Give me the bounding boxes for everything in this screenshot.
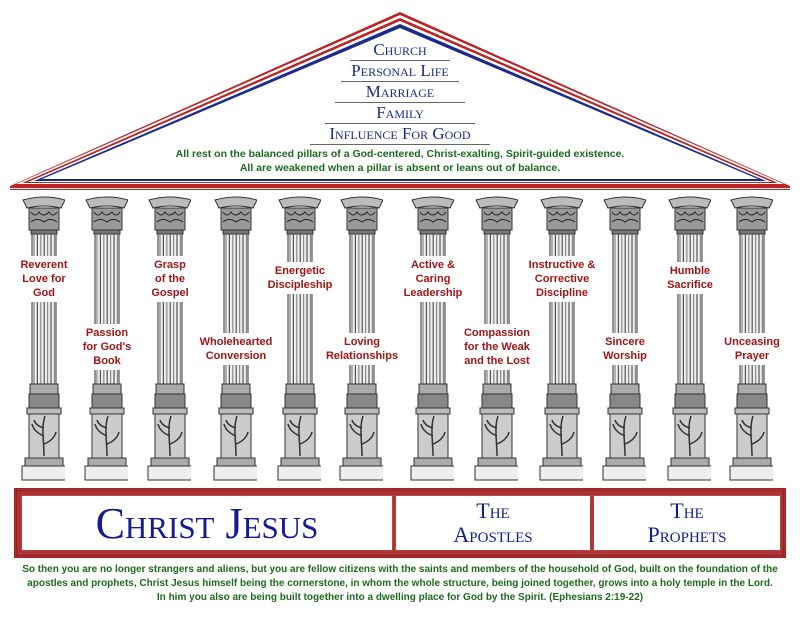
pillar-label-line: Worship xyxy=(603,350,647,362)
pillar-label-line: Leadership xyxy=(403,287,463,299)
pillar-column xyxy=(277,196,321,481)
pillar-label-line: Grasp xyxy=(154,259,186,271)
pillar-label-line: Instructive & xyxy=(528,259,596,271)
pillar-label-line: Conversion xyxy=(205,350,267,362)
verse-line-3: In him you also are being built together… xyxy=(156,592,644,603)
pillar-label-line: Gospel xyxy=(151,287,189,299)
apostles-the: The xyxy=(476,498,510,523)
verse-line-2: apostles and prophets, Christ Jesus hims… xyxy=(27,578,773,589)
pillar-label-line: Relationships xyxy=(325,350,399,362)
pillar-label-line: Sacrifice xyxy=(667,279,713,291)
prophets-label: Prophets xyxy=(647,522,727,547)
roof-caption-1: All rest on the balanced pillars of a Go… xyxy=(175,148,625,160)
roof-item-marriage: Marriage xyxy=(335,82,465,103)
pillar-column xyxy=(667,196,711,481)
pillar-label-line: Active & xyxy=(410,259,456,271)
pillar-label: Compassion for the Weak and the Lost xyxy=(449,324,545,370)
pillar-label-line: Reverent xyxy=(20,259,68,271)
pillar-label-line: Prayer xyxy=(734,350,770,362)
prophets-the: The xyxy=(670,498,704,523)
pillar-label-line: Wholehearted xyxy=(199,336,273,348)
verse-line-1: So then you are no longer strangers and … xyxy=(22,564,778,575)
foundation-apostles: The Apostles xyxy=(395,495,591,551)
pillar-label-line: Discipline xyxy=(536,287,588,299)
pillar-label-line: Love for xyxy=(22,273,66,285)
pillar-label-line: God xyxy=(33,287,55,299)
scripture-verse: So then you are no longer strangers and … xyxy=(0,563,800,605)
pillar-label-line: and the Lost xyxy=(464,355,530,367)
foundation-prophets: The Prophets xyxy=(593,495,781,551)
pillar-label-line: Passion xyxy=(85,327,129,339)
roof-item-church: Church xyxy=(350,40,450,61)
pillar-column xyxy=(602,196,646,481)
pillar-label-line: Sincere xyxy=(605,336,645,348)
pillar-label-line: for the Weak xyxy=(464,341,530,353)
pillar-label-line: Unceasing xyxy=(724,336,780,348)
pillar-column xyxy=(213,196,257,481)
pillar-label-line: Compassion xyxy=(463,327,530,339)
pillar-column xyxy=(147,196,191,481)
roof-list: Church Personal Life Marriage Family Inf… xyxy=(0,40,800,145)
roof-item-personal-life: Personal Life xyxy=(341,61,459,82)
cornerstone-christ-jesus: Christ Jesus xyxy=(21,495,393,551)
roof-caption-2: All are weakened when a pillar is absent… xyxy=(239,162,561,174)
pillar-label-line: for God's xyxy=(82,341,132,353)
pillar-label-line: Discipleship xyxy=(267,279,333,291)
pillar-label-line: Caring xyxy=(415,273,451,285)
pillar-label-line: Corrective xyxy=(534,273,590,285)
roof-item-influence: Influence For Good xyxy=(310,124,490,145)
pillar-label-line: Loving xyxy=(343,336,381,348)
pillar-column xyxy=(410,196,454,481)
pillar-label-line: of the xyxy=(155,273,185,285)
pillar-label-line: Energetic xyxy=(274,265,326,277)
pillar-label-line: Humble xyxy=(669,265,711,277)
roof-item-family: Family xyxy=(325,103,475,124)
apostles-label: Apostles xyxy=(453,522,533,547)
pillar-label-line: Book xyxy=(93,355,121,367)
foundation: Christ Jesus The Apostles The Prophets xyxy=(14,488,786,558)
